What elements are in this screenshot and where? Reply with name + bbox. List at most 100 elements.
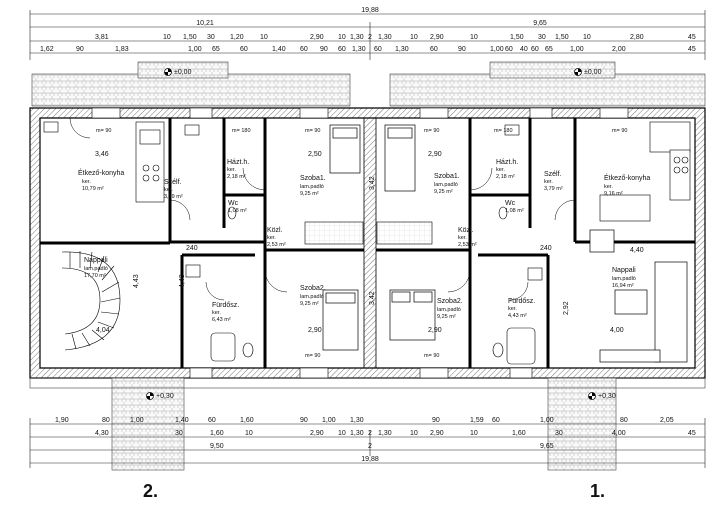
- top-dimension-lines: [29, 10, 706, 60]
- svg-text:80: 80: [102, 417, 110, 424]
- svg-text:10,79 m²: 10,79 m²: [82, 186, 104, 192]
- svg-text:ker.: ker.: [496, 167, 505, 173]
- svg-text:1,59: 1,59: [470, 417, 484, 424]
- svg-text:ker.: ker.: [458, 235, 467, 241]
- svg-text:Szélf.: Szélf.: [544, 171, 562, 178]
- svg-text:10: 10: [410, 34, 418, 41]
- svg-text:m= 90: m= 90: [424, 353, 439, 359]
- svg-text:60: 60: [208, 417, 216, 424]
- room-label-room1-left: Szoba1. lam.padló 9,25 m²: [300, 175, 326, 197]
- room-label-bath-right: Fürdősz. ker. 4,43 m²: [508, 298, 535, 319]
- svg-text:Szoba2.: Szoba2.: [300, 285, 326, 292]
- svg-text:4,43 m²: 4,43 m²: [508, 313, 527, 319]
- dim-top-row3: 1,62 90 1,83 1,00 65 60 1,40 60 90 60 1,…: [40, 46, 696, 53]
- spiral-stair: [61, 251, 121, 351]
- svg-text:Étkező-konyha: Étkező-konyha: [604, 173, 650, 182]
- svg-text:1,83: 1,83: [115, 46, 129, 53]
- svg-text:90: 90: [76, 46, 84, 53]
- svg-text:10: 10: [338, 430, 346, 437]
- svg-text:3,42: 3,42: [369, 291, 376, 305]
- paving-top-left-porch: [137, 61, 229, 79]
- bottom-dimension-lines: [29, 418, 706, 468]
- svg-text:Nappali: Nappali: [612, 267, 636, 274]
- svg-text:10: 10: [245, 430, 253, 437]
- svg-text:10: 10: [470, 430, 478, 437]
- room-label-wc-right: Wc 1,08 m²: [505, 200, 524, 214]
- svg-text:45: 45: [688, 46, 696, 53]
- unit-label-left: 2.: [143, 481, 158, 501]
- svg-text:3,81: 3,81: [95, 34, 109, 41]
- svg-text:9,25 m²: 9,25 m²: [300, 191, 319, 197]
- svg-text:Közl.: Közl.: [267, 227, 283, 234]
- svg-text:lam.padló: lam.padló: [612, 276, 636, 282]
- inner-dimensions: 3,46 2,50 2,90 2,90 2,90 4,40 4,04 4,00 …: [95, 151, 644, 334]
- svg-text:1,00: 1,00: [490, 46, 504, 53]
- svg-text:60: 60: [430, 46, 438, 53]
- svg-text:1,62: 1,62: [40, 46, 54, 53]
- svg-text:m= 180: m= 180: [232, 128, 251, 134]
- svg-text:4,43: 4,43: [179, 274, 186, 288]
- svg-text:45: 45: [688, 34, 696, 41]
- room-label-bath-left: Fürdősz. ker. 6,43 m²: [212, 302, 239, 323]
- svg-text:1,60: 1,60: [512, 430, 526, 437]
- svg-text:m= 90: m= 90: [96, 128, 111, 134]
- room-label-room2-right: Szoba2. lam.padló 9,25 m²: [437, 298, 463, 320]
- level-top-left: ±0,00: [174, 69, 192, 76]
- svg-text:9,25 m²: 9,25 m²: [300, 301, 319, 307]
- svg-text:Házt.h.: Házt.h.: [496, 159, 518, 166]
- room-label-room1-right: Szoba1. lam.padló 9,25 m²: [434, 173, 460, 195]
- svg-text:lam.padló: lam.padló: [437, 307, 461, 313]
- svg-text:3,46: 3,46: [95, 151, 109, 158]
- svg-text:10: 10: [410, 430, 418, 437]
- room-label-hall-right: Közl. ker. 2,53 m²: [458, 227, 477, 248]
- svg-text:ker.: ker.: [604, 184, 613, 190]
- svg-text:2,50: 2,50: [308, 151, 322, 158]
- level-bottom-left: +0,30: [156, 393, 174, 400]
- room-label-hall-left: Közl. ker. 2,53 m²: [267, 227, 286, 248]
- svg-text:2: 2: [368, 34, 372, 41]
- svg-text:1,20: 1,20: [230, 34, 244, 41]
- svg-text:Szoba1.: Szoba1.: [300, 175, 326, 182]
- svg-text:4,30: 4,30: [95, 430, 109, 437]
- svg-text:2,53 m²: 2,53 m²: [458, 242, 477, 248]
- window: [91, 107, 629, 379]
- svg-text:Fürdősz.: Fürdősz.: [508, 298, 535, 305]
- svg-text:2,80: 2,80: [630, 34, 644, 41]
- wardrobe: [304, 221, 364, 245]
- svg-text:2,18 m²: 2,18 m²: [227, 174, 246, 180]
- svg-text:30: 30: [555, 430, 563, 437]
- kitchen-counter: [43, 121, 165, 203]
- svg-text:17,70 m²: 17,70 m²: [84, 273, 106, 279]
- svg-text:60: 60: [240, 46, 248, 53]
- window-marks: m= 90 m= 90 m= 180 m= 180 m= 90 m= 90 m=…: [96, 128, 627, 359]
- svg-text:1,08 m²: 1,08 m²: [228, 208, 247, 214]
- svg-text:1,50: 1,50: [510, 34, 524, 41]
- svg-text:1,30: 1,30: [352, 46, 366, 53]
- svg-text:lam.padló: lam.padló: [434, 182, 458, 188]
- level-bottom-right: +0,30: [598, 393, 616, 400]
- svg-text:2,90: 2,90: [310, 430, 324, 437]
- sofa: [589, 229, 688, 363]
- svg-text:1,50: 1,50: [555, 34, 569, 41]
- dim-top-left: 10,21: [196, 20, 214, 27]
- svg-text:ker.: ker.: [227, 167, 236, 173]
- svg-text:60: 60: [505, 46, 513, 53]
- svg-text:60: 60: [492, 417, 500, 424]
- bed: [322, 124, 436, 351]
- svg-text:Wc: Wc: [228, 200, 239, 207]
- sidewalk-bottom: [29, 377, 706, 389]
- svg-text:1,00: 1,00: [570, 46, 584, 53]
- paving-top-right-porch: [489, 61, 616, 79]
- svg-text:65: 65: [212, 46, 220, 53]
- svg-text:2: 2: [368, 443, 372, 450]
- svg-text:9,16 m²: 9,16 m²: [604, 191, 623, 197]
- dim-bottom-total: 19,88: [361, 456, 379, 463]
- svg-text:1,00: 1,00: [130, 417, 144, 424]
- room-label-pantry-left: Szélf. ker. 3,79 m²: [164, 179, 183, 200]
- level-marker-icon: [146, 392, 154, 400]
- svg-text:ker.: ker.: [164, 187, 173, 193]
- svg-text:2,90: 2,90: [428, 327, 442, 334]
- room-label-room2-left: Szoba2. lam.padló 9,25 m²: [300, 285, 326, 307]
- svg-text:65: 65: [545, 46, 553, 53]
- paving-top-right: [389, 73, 706, 107]
